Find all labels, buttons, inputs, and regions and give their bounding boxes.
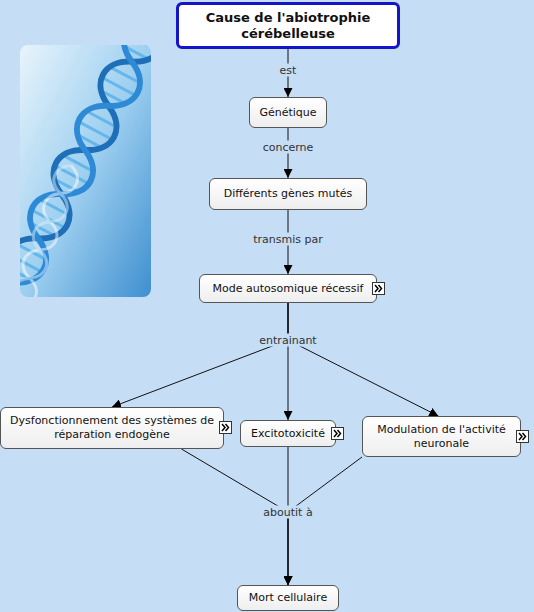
concept-box: Mode autosomique récessif <box>199 274 377 303</box>
node-text: Modulation de l'activité neuronale <box>367 423 516 451</box>
connector-arrow <box>288 457 362 585</box>
concept-box: Dysfonctionnement des systèmes de répara… <box>0 407 224 449</box>
node-text: Excitotoxicité <box>251 427 325 441</box>
node-text: Mort cellulaire <box>249 591 327 605</box>
connector-arrow <box>288 303 438 416</box>
dna-illustration <box>0 0 197 339</box>
node-text: Cause de l'abiotrophie cérébelleuse <box>183 10 393 42</box>
expand-icon <box>372 282 385 295</box>
node-text: Différents gènes mutés <box>224 187 353 201</box>
concept-box: Mort cellulaire <box>237 585 339 611</box>
topic-box: Cause de l'abiotrophie cérébelleuse <box>176 2 400 49</box>
edge-label: aboutit à <box>261 506 314 519</box>
edge-label: entrainant <box>257 334 318 347</box>
concept-box: Modulation de l'activité neuronale <box>362 416 521 457</box>
expand-icon <box>219 421 232 434</box>
concept-box: Différents gènes mutés <box>209 178 367 210</box>
expand-icon <box>331 427 344 440</box>
concept-box: Excitotoxicité <box>240 420 336 447</box>
edge-label: est <box>278 64 299 77</box>
edge-label: concerne <box>261 141 316 154</box>
node-text: Génétique <box>259 106 316 120</box>
node-text: Dysfonctionnement des systèmes de répara… <box>5 414 219 442</box>
expand-icon <box>516 430 529 443</box>
connector-arrow <box>112 303 288 407</box>
edge-label: transmis par <box>251 233 325 246</box>
node-text: Mode autosomique récessif <box>213 282 364 296</box>
concept-box: Génétique <box>249 97 327 128</box>
